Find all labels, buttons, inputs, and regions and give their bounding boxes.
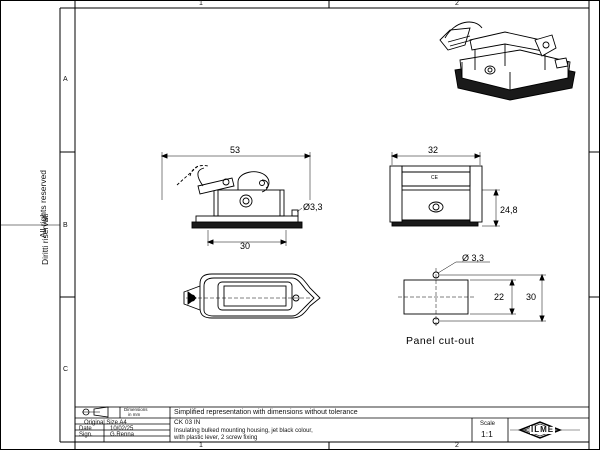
sign-label: Sign.	[79, 432, 93, 438]
dim-front-width: 53	[230, 145, 240, 155]
dim-cutout-hole: Ø 3,3	[462, 253, 484, 263]
dim-front-base: 30	[240, 241, 250, 251]
dim-side-width: 32	[428, 145, 438, 155]
zone-left-b: B	[63, 222, 68, 229]
title-description: Simplified representation with dimension…	[174, 409, 358, 416]
scale-label: Scale	[480, 421, 496, 427]
original-size: Original Size A4	[84, 420, 127, 426]
dim-side-height: 24,8	[500, 205, 518, 215]
zone-top-2: 2	[455, 0, 459, 7]
zone-bottom-1: 1	[199, 442, 203, 449]
dim-cutout-inner: 22	[494, 292, 504, 302]
panel-cutout-label: Panel cut-out	[406, 335, 474, 347]
panel-cutout-view	[398, 261, 546, 328]
dim-front-hole: Ø3,3	[303, 202, 323, 212]
title-block	[74, 406, 590, 443]
zone-top-1: 1	[199, 0, 203, 7]
front-view	[160, 152, 312, 246]
product-desc-line1: Insulating bulked mounting housing, jet …	[174, 428, 313, 434]
side-view: CE	[389, 152, 500, 228]
zone-left-c: C	[63, 366, 69, 373]
zone-left-a: A	[63, 76, 68, 83]
dims-note-line2: in mm	[128, 412, 141, 417]
isometric-view	[439, 21, 576, 101]
top-view	[183, 273, 321, 319]
scale-value: 1:1	[481, 429, 493, 439]
svg-text:CE: CE	[431, 175, 439, 181]
dims-note-line1: Dimensions	[124, 407, 148, 412]
date-value: 10/02/25	[110, 426, 134, 432]
rights-it: Diritti riservati	[40, 213, 50, 265]
zone-bottom-2: 2	[455, 442, 459, 449]
sign-value: G.Renna	[110, 432, 135, 438]
date-label: Date	[79, 426, 92, 432]
product-desc-line2: with plastic lever, 2 screw fixing	[174, 435, 258, 441]
dim-cutout-outer: 30	[526, 292, 536, 302]
product-code: CK 03 IN	[174, 419, 201, 426]
ilme-logo: ILME	[530, 425, 556, 434]
